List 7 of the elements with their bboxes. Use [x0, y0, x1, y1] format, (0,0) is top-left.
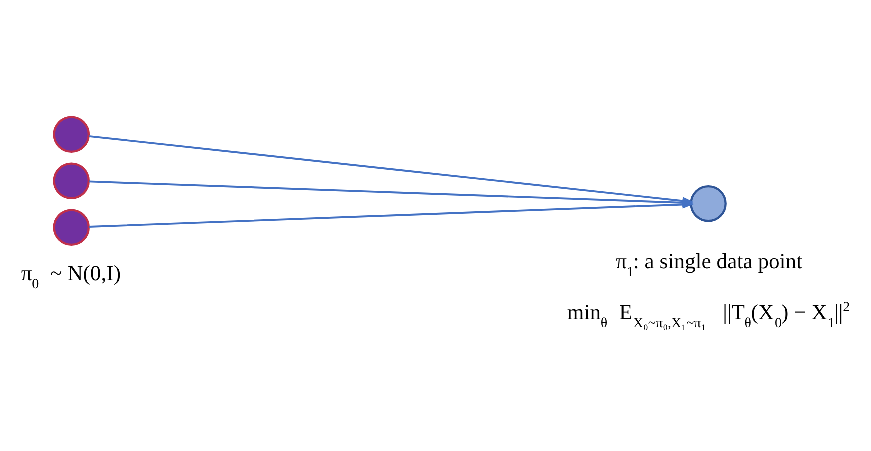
node-circle: [53, 208, 90, 246]
label: π$_{0}$ ~ N(0,I): [21, 261, 122, 292]
node-circle: [53, 116, 90, 153]
label: π$_{1}$: a single data point: [616, 249, 803, 280]
label: min$_{θ}$ E$_{X₀~π₀,X₁~π₁}$ ||T$_{θ}$(X$_{0}$) − X$_{1}$||$^{2}$: [567, 299, 850, 332]
node-circle: [690, 184, 727, 222]
node-circle: [53, 162, 90, 199]
